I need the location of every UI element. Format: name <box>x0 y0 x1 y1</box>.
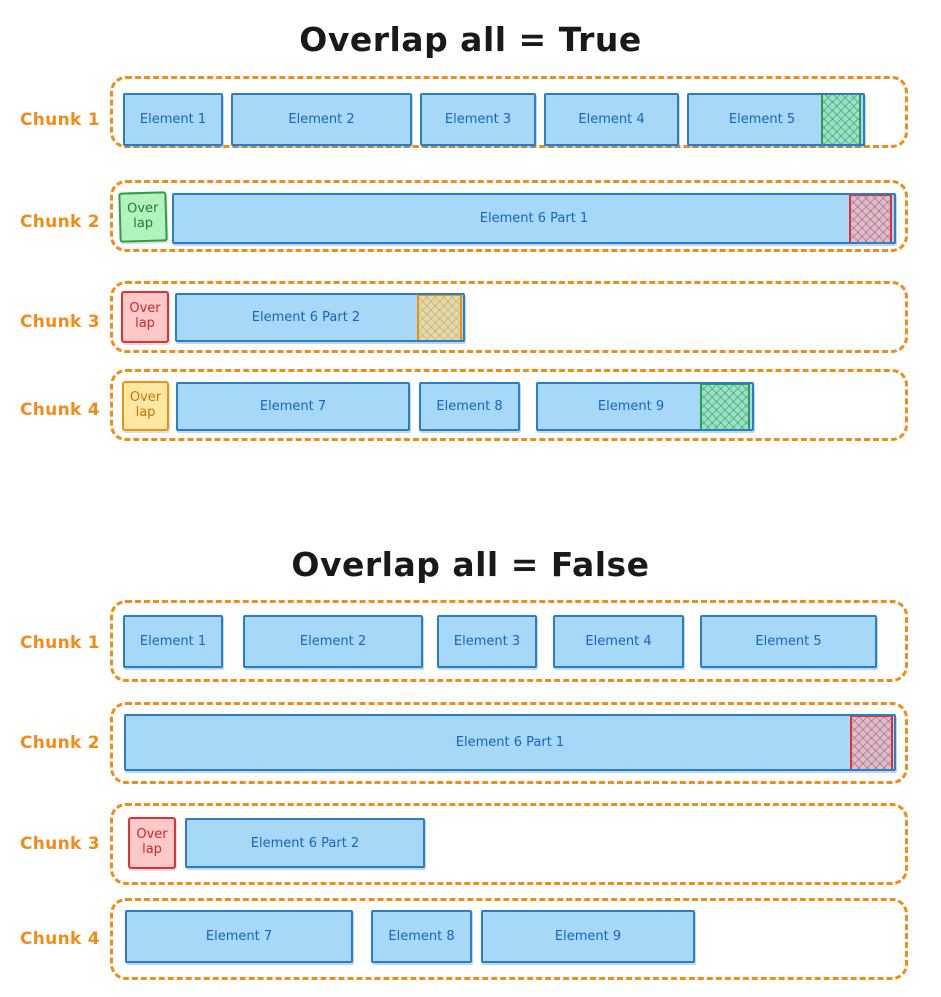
element-box: Element 7 <box>125 910 353 963</box>
element-box: Element 4 <box>544 93 679 146</box>
element-box: Element 8 <box>419 382 520 431</box>
overlap-highlight-red-icon <box>850 716 893 769</box>
element-box: Element 9 <box>481 910 695 963</box>
element-box: Element 5 <box>687 93 865 146</box>
overlap-highlight-green-icon <box>821 95 861 144</box>
chunk-label-true-3: Chunk 3 <box>20 312 100 332</box>
element-box: Element 6 Part 1 <box>124 714 896 771</box>
element-label: Element 2 <box>288 112 355 127</box>
chunk-container-true-3 <box>110 281 908 353</box>
chunk-container-false-1 <box>110 600 908 682</box>
element-label: Element 8 <box>436 399 503 414</box>
chunk-label-false-4: Chunk 4 <box>20 929 100 949</box>
chunk-container-true-4 <box>110 369 908 441</box>
element-label: Element 7 <box>205 929 273 944</box>
chunk-label-false-3: Chunk 3 <box>20 834 100 854</box>
element-label: Element 4 <box>585 634 652 649</box>
element-label: Element 1 <box>139 634 207 649</box>
overlap-chip-line2: lap <box>133 215 154 232</box>
element-box: Element 3 <box>420 93 536 146</box>
element-box: Element 6 Part 2 <box>185 818 425 868</box>
overlap-highlight-red-icon <box>849 195 892 242</box>
element-label: Element 6 Part 2 <box>251 310 361 325</box>
element-label: Element 3 <box>444 112 512 127</box>
element-label: Element 6 Part 1 <box>455 735 565 750</box>
element-label: Element 3 <box>453 634 521 649</box>
overlap-chip-green: Over lap <box>118 191 168 243</box>
element-label: Element 8 <box>388 929 455 944</box>
element-label: Element 9 <box>597 399 665 414</box>
element-box: Element 3 <box>437 615 537 668</box>
overlap-chip-red: Over lap <box>128 817 176 869</box>
overlap-chip-line1: Over <box>136 827 168 843</box>
overlap-chip-line2: lap <box>135 316 155 331</box>
chunk-label-true-2: Chunk 2 <box>20 212 100 232</box>
section-title-overlap-all-true: Overlap all = True <box>299 20 642 59</box>
element-box: Element 5 <box>700 615 877 668</box>
element-box: Element 2 <box>231 93 412 146</box>
overlap-chip-line2: lap <box>142 842 162 857</box>
element-box: Element 9 <box>536 382 754 431</box>
section-title-overlap-all-false: Overlap all = False <box>291 545 650 584</box>
element-box: Element 1 <box>123 615 223 668</box>
chunk-label-false-1: Chunk 1 <box>20 633 100 653</box>
element-label: Element 6 Part 2 <box>250 835 360 851</box>
element-label: Element 1 <box>139 112 207 127</box>
chunk-container-false-2 <box>110 702 908 784</box>
chunk-container-true-2 <box>110 180 908 252</box>
element-label: Element 7 <box>259 399 327 414</box>
overlap-chip-line2: lap <box>135 405 156 420</box>
element-box: Element 6 Part 1 <box>172 193 896 244</box>
overlap-chip-orange: Over lap <box>122 381 169 431</box>
element-label: Element 9 <box>554 929 622 944</box>
chunk-container-true-1 <box>110 76 908 148</box>
chunk-label-true-1: Chunk 1 <box>20 110 100 130</box>
chunk-container-false-4 <box>110 898 908 980</box>
element-label: Element 5 <box>728 112 796 127</box>
element-label: Element 2 <box>299 634 367 649</box>
element-box: Element 1 <box>123 93 223 146</box>
element-box: Element 8 <box>371 910 472 963</box>
chunk-label-false-2: Chunk 2 <box>20 733 100 753</box>
overlap-chip-line1: Over <box>129 301 161 317</box>
element-box: Element 4 <box>553 615 684 668</box>
element-box: Element 2 <box>243 615 423 668</box>
overlap-chip-red: Over lap <box>121 291 169 343</box>
overlap-highlight-green-icon <box>700 384 750 429</box>
chunk-container-false-3 <box>110 803 908 885</box>
element-box: Element 7 <box>176 382 410 431</box>
overlap-highlight-orange-icon <box>417 295 462 340</box>
element-box: Element 6 Part 2 <box>175 293 465 342</box>
element-label: Element 6 Part 1 <box>479 211 589 226</box>
element-label: Element 4 <box>578 112 645 127</box>
element-label: Element 5 <box>755 634 822 649</box>
overlap-chip-line1: Over <box>129 390 162 406</box>
chunk-label-true-4: Chunk 4 <box>20 400 100 420</box>
